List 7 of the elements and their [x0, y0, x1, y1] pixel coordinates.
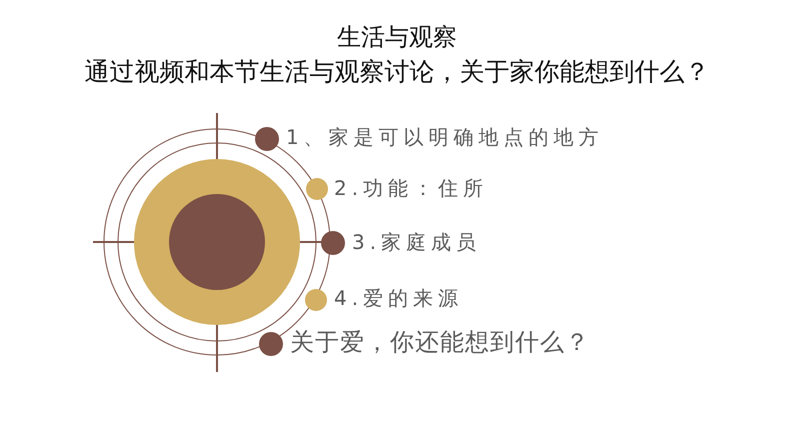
list-item-text: 3.家庭成员: [352, 231, 482, 254]
question-heading: 通过视频和本节生活与观察讨论，关于家你能想到什么？: [84, 58, 710, 87]
list-item-text: 2.功能：住所: [334, 177, 488, 200]
list-item-text: 4.爱的来源: [334, 287, 464, 310]
question-text: 关于爱，你还能想到什么？: [290, 329, 590, 357]
list-item-text: 1、家是可以明确地点的地方: [286, 126, 604, 149]
slide-title: 生活与观察: [336, 24, 458, 52]
